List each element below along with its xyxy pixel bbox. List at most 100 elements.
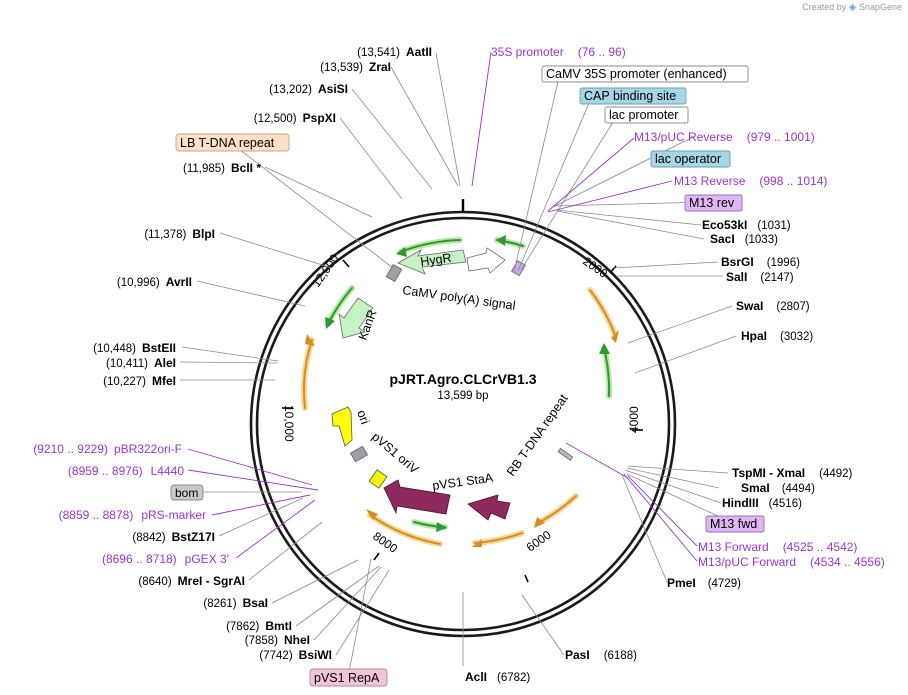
orf-arrowhead	[396, 247, 407, 257]
leader-hpai	[634, 335, 737, 374]
leader-asisi	[351, 88, 433, 190]
m13fwd-text: M13 fwd	[710, 517, 757, 531]
leader-lb-tdna	[229, 141, 394, 269]
primer-pgex-3: (8696 .. 8718)pGEX 3'	[102, 552, 229, 566]
m13-fwd-name: M13 Forward	[698, 540, 769, 554]
prs-name: pRS-marker	[141, 508, 206, 522]
box-rect	[309, 668, 388, 687]
ori-arrow	[331, 406, 353, 447]
l4440-range: (8959 .. 8976)	[68, 464, 143, 478]
leader-pasi	[521, 594, 565, 656]
tspmi-name: TspMI - XmaI	[732, 466, 805, 480]
leader-bsrgi	[613, 261, 719, 269]
m13puc-rev-name: M13/pUC Reverse	[634, 130, 733, 144]
leader-eco53ki	[555, 209, 702, 226]
bsteii-name: BstEII	[142, 341, 176, 355]
enzyme-bmti: (7862)BmtI	[226, 619, 292, 633]
bsteii-pos: (10,448)	[93, 343, 136, 355]
p35s-range: (76 .. 96)	[578, 45, 626, 59]
enzyme-asisi: (13,202)AsiSI	[269, 82, 348, 96]
enzyme-aatii: (13,541)AatII	[357, 45, 432, 59]
bsai-pos: (8261)	[203, 598, 236, 610]
box-rect	[579, 87, 687, 105]
leader-bmti	[295, 565, 380, 627]
m13puc-fwd-name: M13/pUC Forward	[698, 555, 796, 569]
blpi-name: BlpI	[192, 227, 215, 241]
hygr-label: HygR	[419, 251, 452, 269]
nhei-pos: (7858)	[245, 635, 278, 647]
leader-pbr322	[187, 448, 313, 486]
bsai-name: BsaI	[243, 596, 268, 610]
primer-prs-marker: (8859 .. 8878)pRS-marker	[59, 508, 206, 522]
primer-m13puc-reverse: M13/pUC Reverse (979 .. 1001)	[634, 130, 815, 144]
enzyme-saci: SacI(1033)	[710, 232, 778, 246]
bsrgi-pos: (1996)	[767, 257, 800, 269]
leader-avrii	[196, 280, 306, 307]
kanr-arrow	[338, 297, 374, 339]
plasmid-name: pJRT.Agro.CLCrVB1.3	[389, 371, 536, 387]
bcli-pos: (11,985)	[183, 163, 225, 175]
acli-pos: (6782)	[497, 672, 530, 684]
swai-name: SwaI	[736, 299, 763, 313]
box-rect	[684, 194, 743, 212]
leader-bsiwi	[335, 569, 390, 656]
enzyme-bsiwi: (7742)BsiWI	[259, 648, 332, 662]
mrei-pos: (8640)	[138, 576, 171, 588]
primer-leader-lines	[187, 51, 698, 562]
scale-label-6000: 6000	[524, 527, 554, 554]
watermark-prefix: Created by	[802, 2, 847, 12]
mfei-name: MfeI	[152, 374, 176, 388]
green-arrowheads	[325, 235, 610, 532]
avrii-name: AvrII	[166, 275, 192, 289]
enzyme-bstz17i: (8842)BstZ17I	[132, 530, 215, 544]
rb-repeat-mark	[557, 447, 574, 461]
smai-name: SmaI	[741, 481, 770, 495]
bom-text: bom	[175, 486, 198, 500]
leader-mrei	[248, 521, 323, 581]
pmei-pos: (4729)	[708, 578, 741, 590]
leader-pspxi	[339, 117, 403, 200]
lac-promoter-text: lac promoter	[609, 108, 678, 122]
orf-arrowhead	[325, 317, 335, 329]
orf-arrowheads	[305, 330, 619, 547]
enzyme-leader-lines	[179, 52, 737, 678]
pvs1-staa-label: pVS1 StaA	[431, 471, 494, 493]
zrai-name: ZraI	[369, 60, 391, 74]
primer-m13puc-forward: M13/pUC Forward (4534 .. 4556)	[698, 555, 885, 569]
enzyme-avrii: (10,996) AvrII	[117, 275, 192, 289]
enzyme-hpai: HpaI(3032)	[741, 329, 813, 343]
enzyme-zrai: (13,539) ZraI	[320, 60, 391, 74]
leader-nhei	[313, 566, 382, 641]
alei-name: AleI	[154, 356, 176, 370]
camv-polya-arrow	[466, 247, 506, 274]
hpai-name: HpaI	[741, 329, 767, 343]
enzyme-bcli: (11,985)BclI *	[183, 161, 261, 175]
pvs1-oriv-box	[368, 469, 388, 489]
aatii-name: AatII	[406, 45, 432, 59]
m13puc-rev-range: (979 .. 1001)	[747, 130, 815, 144]
enzyme-eco53ki: Eco53kI (1031)	[702, 218, 791, 232]
box-m13-rev: M13 rev	[684, 194, 743, 212]
lb-repeat-mark	[385, 263, 403, 283]
leader-hindiii	[624, 469, 722, 504]
pasi-name: PasI	[565, 648, 590, 662]
pspxi-pos: (12,500)	[254, 113, 297, 125]
orf-arrowhead	[472, 539, 482, 547]
leader-alei	[179, 361, 278, 364]
m13-rev-range: (998 .. 1014)	[759, 174, 827, 188]
camv35s-enh-text: CaMV 35S promoter (enhanced)	[546, 67, 727, 81]
pvs1-staa-arrow	[467, 494, 511, 521]
m13puc-fwd-range: (4534 .. 4556)	[810, 555, 885, 569]
eco53ki-name: Eco53kI	[702, 218, 747, 232]
scale-tick	[342, 259, 350, 268]
enzyme-hindiii: HindIII(4516)	[722, 496, 802, 510]
avrii-pos: (10,996)	[117, 277, 160, 289]
zrai-pos: (13,539)	[320, 62, 363, 74]
enzyme-tspmi-xmai: TspMI - XmaI(4492)	[732, 466, 853, 480]
hindiii-pos: (4516)	[769, 498, 802, 510]
scale-tick	[609, 265, 617, 274]
pgex-name: pGEX 3'	[185, 552, 229, 566]
swai-pos: (2807)	[776, 301, 809, 313]
eco53ki-pos: (1031)	[757, 220, 790, 232]
